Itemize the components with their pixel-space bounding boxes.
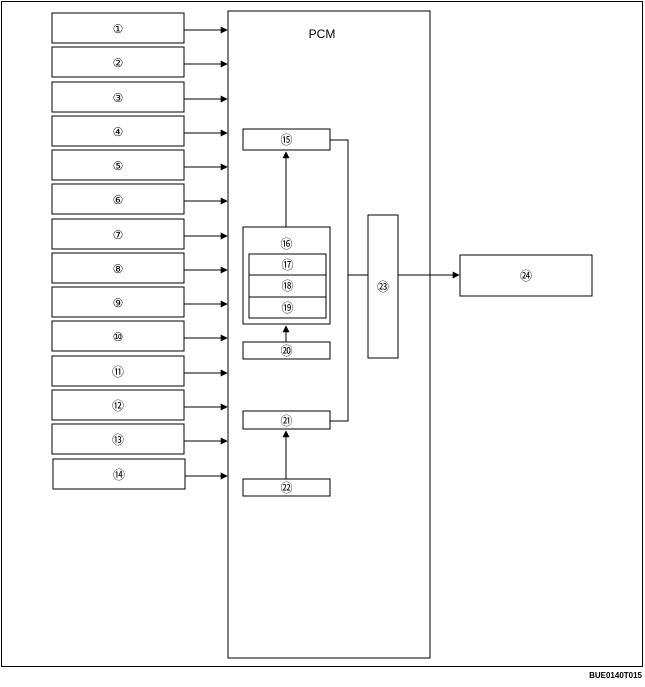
block-21-label: ㉑ [280, 414, 292, 428]
block-21-box [242, 410, 331, 430]
block-15-label: ⑮ [280, 133, 292, 147]
block-24-label: ㉔ [520, 269, 532, 283]
pcm-box [227, 10, 431, 659]
outer-frame [1, 1, 643, 667]
input-label-8: ⑧ [113, 262, 124, 276]
input-box-8 [51, 252, 185, 284]
block-22-label: ㉒ [280, 481, 292, 495]
block-23-box [367, 214, 399, 359]
input-box-3 [51, 81, 185, 113]
block-19-label: ⑲ [281, 301, 293, 315]
pcm-title: PCM [309, 27, 336, 41]
block-22-box [242, 478, 331, 497]
block-16-label: ⑯ [280, 237, 292, 251]
input-label-7: ⑦ [113, 228, 124, 242]
input-box-10 [51, 320, 185, 352]
input-box-5 [51, 149, 185, 181]
input-box-6 [51, 183, 185, 215]
input-label-12: ⑫ [112, 399, 124, 413]
block-20-box [242, 341, 331, 360]
block-17-label: ⑰ [281, 258, 293, 272]
figure-code: BUE0140T015 [589, 671, 642, 680]
input-box-9 [51, 286, 185, 318]
input-label-10: ⑩ [113, 330, 124, 344]
block-24-box [459, 254, 593, 297]
input-label-11: ⑪ [112, 365, 124, 379]
input-label-9: ⑨ [113, 296, 124, 310]
input-label-6: ⑥ [113, 193, 124, 207]
input-box-12 [51, 389, 185, 421]
input-box-14 [52, 458, 186, 490]
input-box-4 [51, 115, 185, 147]
input-label-1: ① [113, 22, 124, 36]
block-18-label: ⑱ [281, 279, 293, 293]
input-box-7 [51, 218, 185, 250]
input-label-3: ③ [113, 91, 124, 105]
input-label-13: ⑬ [112, 433, 124, 447]
input-box-11 [51, 355, 185, 387]
input-box-13 [51, 423, 185, 455]
input-label-14: ⑭ [113, 468, 125, 482]
block-23-label: ㉓ [377, 280, 389, 294]
line-15-to-bus [330, 139, 349, 422]
input-blocks: ① ② ③ ④ ⑤ ⑥ ⑦ ⑧ ⑨ ⑩ ⑪ ⑫ ⑬ ⑭ [51, 12, 228, 490]
input-label-4: ④ [113, 125, 124, 139]
input-box-1 [51, 12, 185, 44]
block-20-label: ⑳ [280, 344, 292, 358]
input-label-2: ② [113, 56, 124, 70]
input-label-5: ⑤ [113, 159, 124, 173]
input-box-2 [51, 46, 185, 78]
block-19-box [248, 296, 327, 319]
